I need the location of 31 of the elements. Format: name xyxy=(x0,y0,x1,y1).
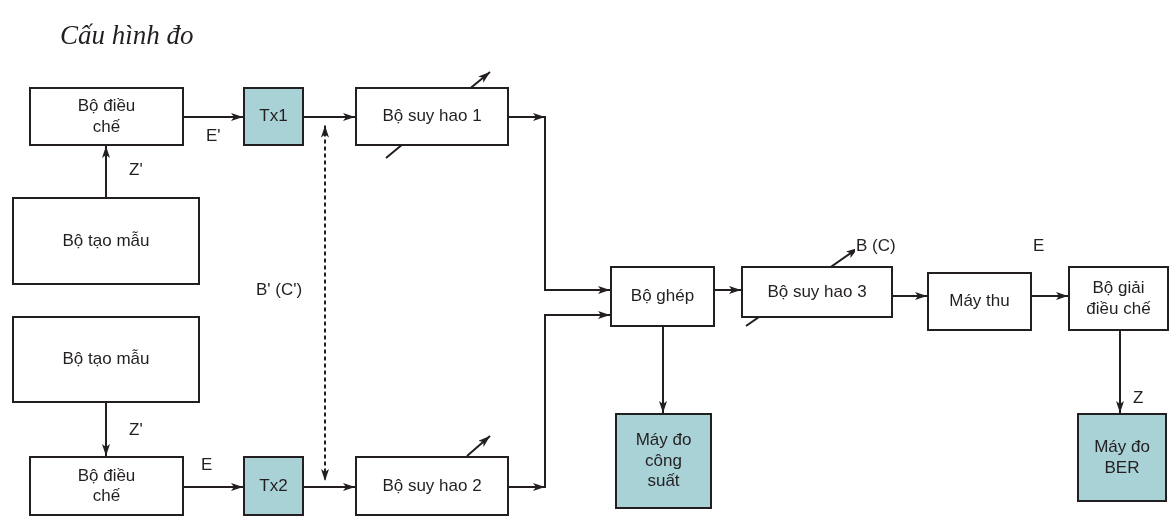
block-box xyxy=(12,197,200,285)
signal-label: B (C) xyxy=(855,236,897,255)
block-label: Bộ tạo mẫu xyxy=(62,230,150,252)
block-box xyxy=(243,456,304,516)
block-box xyxy=(355,456,509,516)
block-box xyxy=(243,87,304,146)
signal-label: B' (C') xyxy=(255,280,304,299)
block-box xyxy=(355,87,509,146)
block-label: Bộ suy hao 3 xyxy=(767,281,867,303)
block-box xyxy=(29,87,184,146)
block-label: Máy đo công suất xyxy=(634,430,693,492)
block-label: Máy thu xyxy=(949,291,1010,312)
block-label: Tx2 xyxy=(259,475,288,497)
block-label: Bộ điều chế xyxy=(76,96,137,137)
block-box xyxy=(29,456,184,516)
block-box xyxy=(1068,266,1169,331)
block-box xyxy=(1077,413,1167,502)
block-box xyxy=(927,272,1032,331)
block-label: Bộ giải điều chế xyxy=(1085,278,1152,319)
block-label: Bộ suy hao 2 xyxy=(382,475,482,497)
block-label: Bộ suy hao 1 xyxy=(382,106,482,127)
block-box xyxy=(610,266,715,327)
block-label: Bộ tạo mẫu xyxy=(62,349,150,370)
block-label: Tx1 xyxy=(259,106,288,127)
block-box xyxy=(615,413,712,509)
block-label: Bộ điều chế xyxy=(76,465,137,507)
diagram-title: Cấu hình đo xyxy=(60,20,194,51)
block-label: Bộ ghép xyxy=(630,286,695,307)
block-box xyxy=(741,266,893,318)
block-label: Máy đo BER xyxy=(1093,437,1151,478)
block-box xyxy=(12,316,200,403)
